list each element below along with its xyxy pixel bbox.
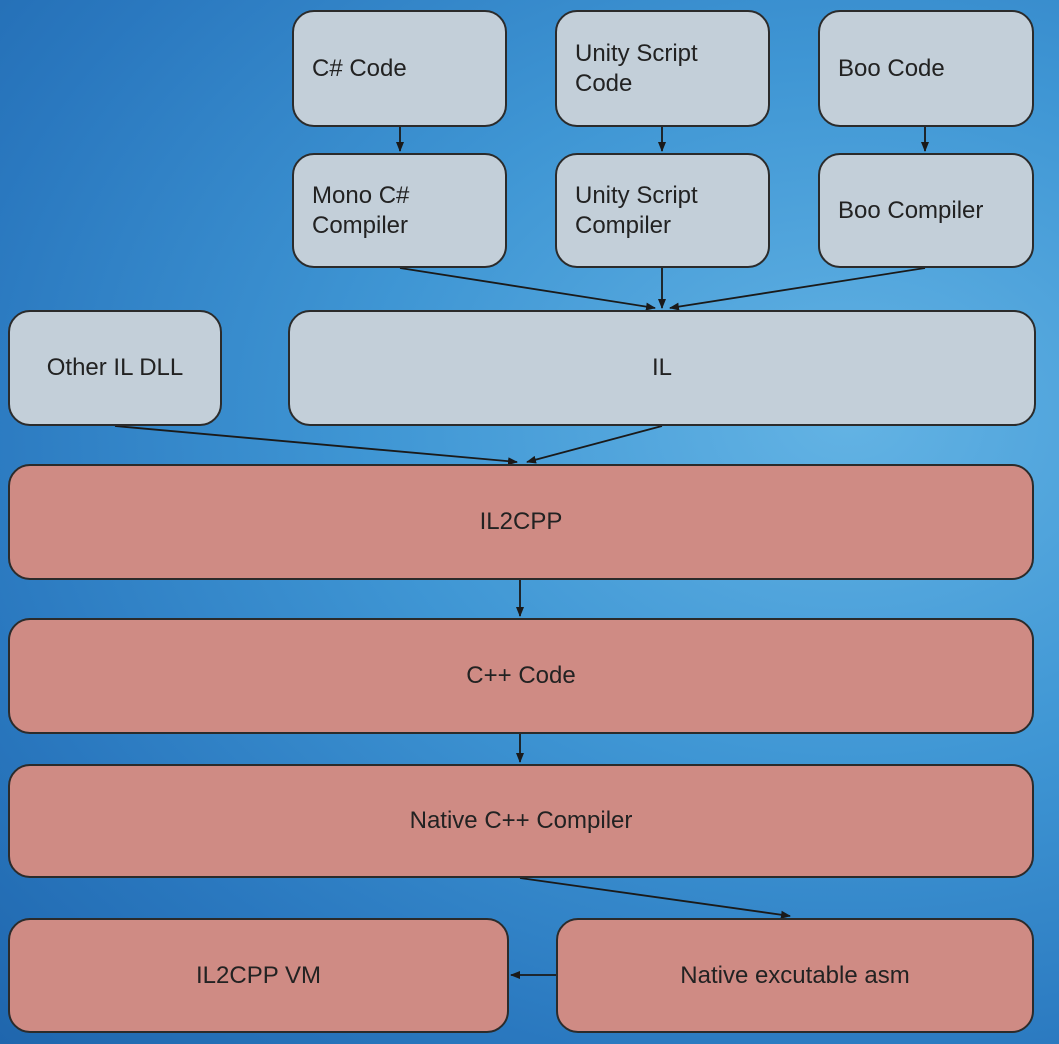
il2cpp-vm-label: IL2CPP VM <box>196 961 321 989</box>
mono-csharp-compiler-box: Mono C# Compiler <box>292 153 507 268</box>
csharp-code-box: C# Code <box>292 10 507 127</box>
csharp-code-label: C# Code <box>312 54 407 82</box>
unity-script-code-label: Unity Script Code <box>575 39 698 97</box>
mono-csharp-compiler-label: Mono C# Compiler <box>312 181 410 239</box>
cpp-code-label: C++ Code <box>466 662 576 689</box>
arrow-boo-compiler-to-il <box>669 267 926 311</box>
other-il-dll-label: Other IL DLL <box>46 354 184 381</box>
il2cpp-box: IL2CPP <box>8 464 1034 580</box>
native-executable-asm-box: Native excutable asm <box>556 918 1034 1033</box>
native-cpp-compiler-label: Native C++ Compiler <box>409 807 633 834</box>
native-cpp-compiler-box: Native C++ Compiler <box>8 764 1034 878</box>
boo-code-label: Boo Code <box>838 54 945 82</box>
unity-script-code-box: Unity Script Code <box>555 10 770 127</box>
other-il-dll-box: Other IL DLL <box>8 310 222 426</box>
arrow-mono-compiler-to-il <box>399 267 656 311</box>
il-box: IL <box>288 310 1036 426</box>
arrow-native-compiler-to-asm <box>519 877 791 919</box>
arrow-il-to-il2cpp <box>526 425 663 464</box>
boo-compiler-box: Boo Compiler <box>818 153 1034 268</box>
arrow-other-il-dll-to-il2cpp <box>114 425 518 466</box>
unity-script-compiler-box: Unity Script Compiler <box>555 153 770 268</box>
boo-code-box: Boo Code <box>818 10 1034 127</box>
il2cpp-vm-box: IL2CPP VM <box>8 918 509 1033</box>
native-executable-asm-label: Native excutable asm <box>680 961 910 989</box>
unity-script-compiler-label: Unity Script Compiler <box>575 181 698 239</box>
il-label: IL <box>651 354 672 381</box>
il2cpp-label: IL2CPP <box>479 508 563 535</box>
boo-compiler-label: Boo Compiler <box>838 196 984 224</box>
cpp-code-box: C++ Code <box>8 618 1034 734</box>
